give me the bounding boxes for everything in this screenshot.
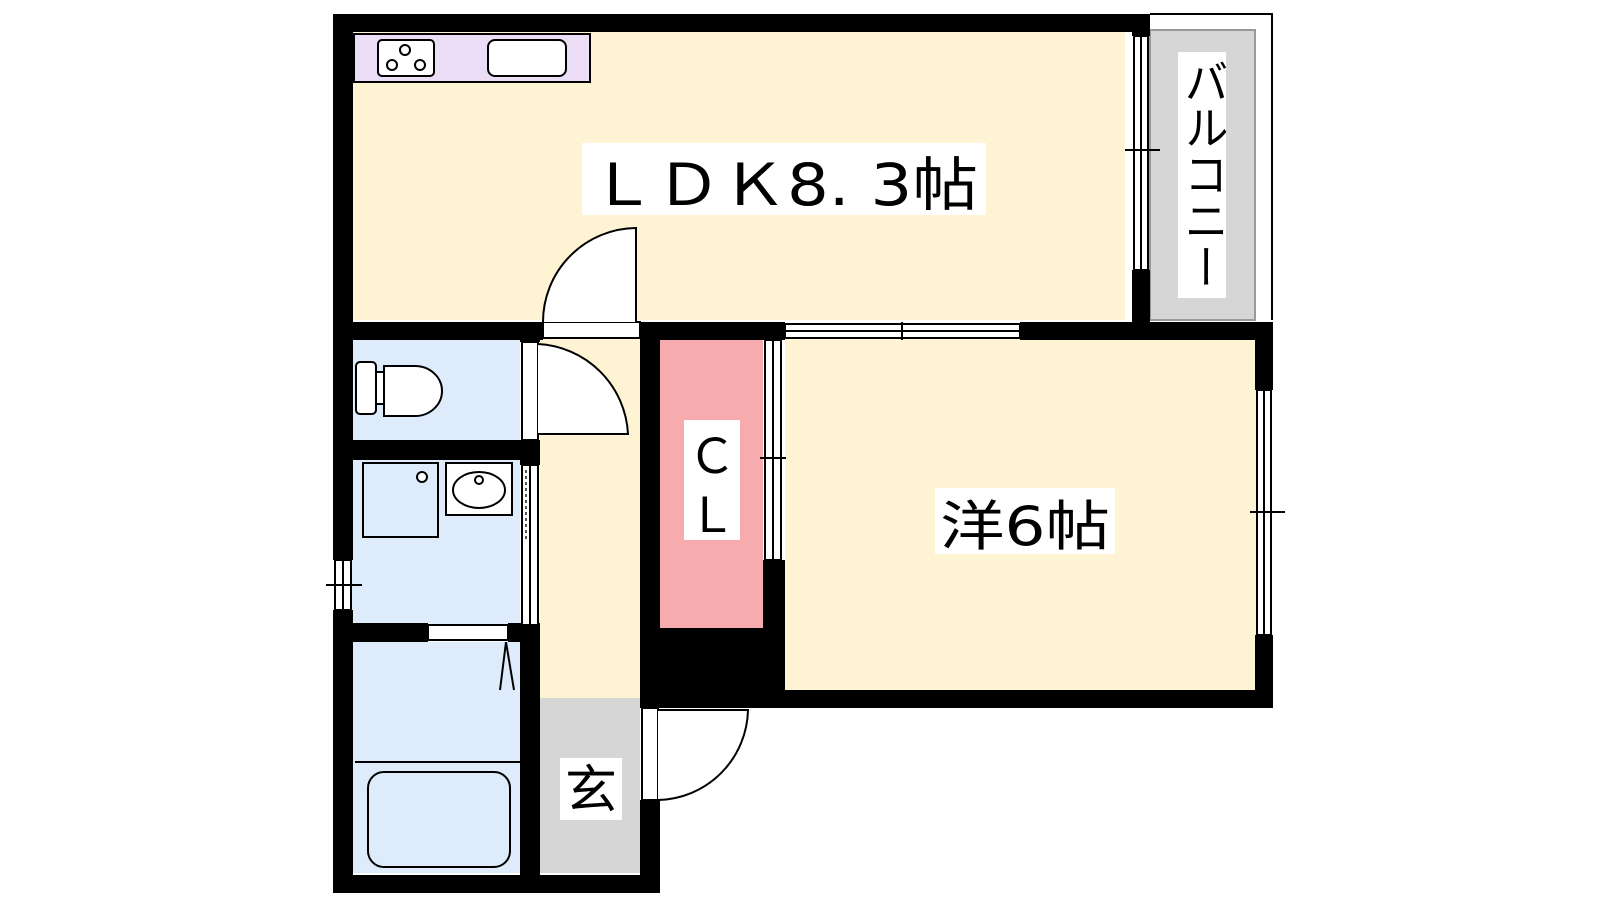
balcony-label: バルコニー (1177, 52, 1228, 298)
ldk-door (542, 226, 641, 339)
kitchen-counter (353, 33, 591, 83)
entrance-label: 玄 (560, 758, 622, 821)
ldk-window (1125, 35, 1160, 271)
sliding-door-ldk-western (784, 322, 1021, 340)
entrance-label-text: 玄 (565, 761, 617, 821)
ldk-label: ＬＤＫ8. 3帖 (582, 143, 986, 219)
bathtub-icon (355, 761, 520, 868)
closet-label: Ｃ Ｌ (684, 420, 740, 544)
sliding-door-closet (760, 339, 786, 561)
kitchen-sink-icon (487, 39, 567, 77)
washing-machine-icon (362, 462, 439, 538)
balcony-railing (1150, 13, 1273, 320)
western-room-label-text: 洋6帖 (940, 495, 1110, 558)
washbasin-icon (445, 462, 513, 516)
sliding-door-washroom (521, 464, 539, 626)
walls (333, 14, 1273, 893)
balcony-edge (1149, 29, 1256, 321)
entrance-door (641, 707, 750, 801)
western-room-label: 洋6帖 (935, 488, 1115, 558)
western-window (1250, 389, 1285, 636)
closet-label-top: Ｃ (688, 429, 736, 485)
closet-label-bottom: Ｌ (688, 488, 736, 544)
toilet-icon (355, 361, 443, 417)
washroom-window (326, 559, 362, 611)
ldk-label-text: ＬＤＫ8. 3帖 (590, 151, 978, 219)
balcony-label-text: バルコニー (1177, 58, 1228, 290)
toilet-door (521, 341, 630, 441)
washroom-bath-door (427, 624, 515, 691)
